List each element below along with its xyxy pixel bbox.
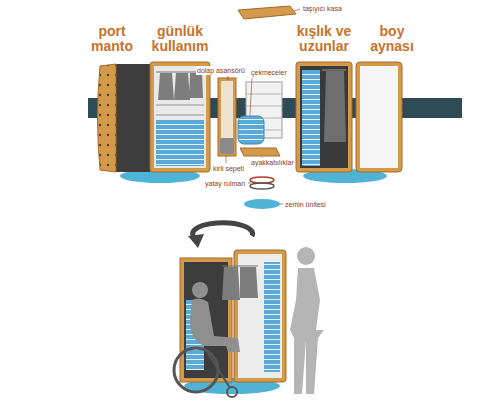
assembled-unit xyxy=(222,267,258,300)
exploded-parts xyxy=(238,6,296,19)
part-label-slot: yatay rulman xyxy=(204,179,246,188)
daily-unit xyxy=(98,62,211,183)
part-label: yatay rulman xyxy=(204,179,246,188)
leader-line xyxy=(226,156,227,163)
assembled-unit xyxy=(264,262,280,372)
daily-unit xyxy=(150,62,210,172)
part-label-slot: dolap asansörü xyxy=(196,66,246,75)
section-heading: günlük kullanım xyxy=(142,24,218,53)
wheelchair-user xyxy=(174,348,218,392)
part-label: taşıyıcı kasa xyxy=(302,4,343,13)
wheelchair-user xyxy=(227,387,237,397)
exploded-parts xyxy=(218,78,236,156)
wheelchair-user xyxy=(192,282,208,298)
daily-unit xyxy=(98,64,117,172)
exploded-parts xyxy=(244,199,280,209)
daily-unit xyxy=(158,73,203,100)
standing-person xyxy=(290,247,324,394)
exploded-parts xyxy=(221,81,233,153)
wheelchair-user xyxy=(174,282,240,397)
section-heading-slot: port manto xyxy=(87,24,137,53)
exploded-parts xyxy=(240,148,280,156)
exploded-parts xyxy=(220,138,234,154)
leader-line xyxy=(226,9,300,204)
exploded-parts xyxy=(250,177,274,183)
part-label-slot: kirli sepeti xyxy=(212,164,245,173)
section-heading-slot: boy aynası xyxy=(366,24,418,53)
daily-unit xyxy=(154,66,206,168)
exploded-parts xyxy=(246,106,282,107)
assembled-unit xyxy=(222,266,258,267)
winter-unit xyxy=(296,62,402,183)
daily-unit xyxy=(116,64,150,172)
standing-person xyxy=(297,247,315,265)
winter-unit xyxy=(296,62,352,172)
winter-unit xyxy=(300,66,348,168)
part-label-slot: ayakkabılıklar xyxy=(250,158,295,167)
section-heading: kışlık ve uzunlar xyxy=(286,24,362,53)
leader-line xyxy=(250,78,252,115)
part-label-slot: çekmeceler xyxy=(250,68,288,77)
leader-line xyxy=(248,183,251,184)
section-heading: port manto xyxy=(87,24,137,53)
part-label: zemin ünitesi xyxy=(284,200,327,209)
winter-unit xyxy=(322,70,346,71)
standing-person xyxy=(290,268,324,394)
section-heading-slot: günlük kullanım xyxy=(142,24,218,53)
part-label: kirli sepeti xyxy=(212,164,245,173)
assembled-unit xyxy=(180,250,286,394)
part-label-slot: taşıyıcı kasa xyxy=(302,4,343,13)
leader-line xyxy=(228,76,229,80)
daily-unit xyxy=(156,104,204,106)
section-heading-slot: kışlık ve uzunlar xyxy=(286,24,362,53)
rotation-arrow xyxy=(188,223,253,248)
winter-unit xyxy=(302,70,320,166)
winter-unit xyxy=(356,62,402,172)
part-label: ayakkabılıklar xyxy=(250,158,295,167)
leader-line xyxy=(294,9,300,11)
leader-line xyxy=(280,204,283,205)
part-label: dolap asansörü xyxy=(196,66,246,75)
exploded-parts xyxy=(238,116,264,144)
winter-unit xyxy=(360,66,398,168)
exploded-parts xyxy=(250,183,274,189)
part-label-slot: zemin ünitesi xyxy=(284,200,327,209)
part-label: çekmeceler xyxy=(250,68,288,77)
wheelchair-user xyxy=(190,298,240,352)
wheelchair-user xyxy=(206,350,230,388)
section-heading: boy aynası xyxy=(366,24,418,53)
daily-unit xyxy=(156,120,204,166)
daily-unit xyxy=(156,114,204,116)
rotation-arrow xyxy=(188,234,204,248)
winter-unit xyxy=(324,71,346,142)
